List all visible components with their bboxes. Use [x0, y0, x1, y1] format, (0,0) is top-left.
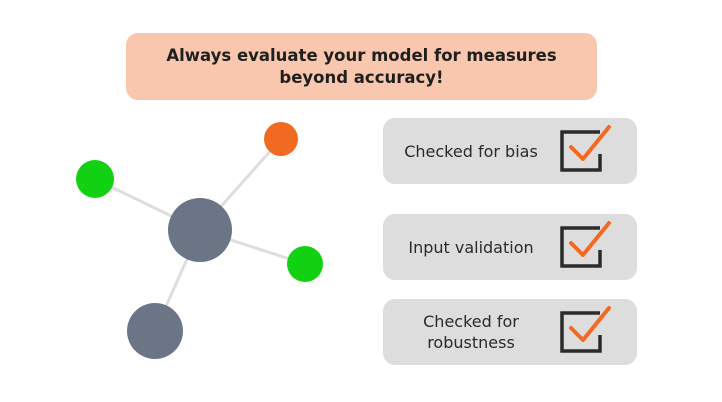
checklist-item-input-validation: Input validation [383, 214, 637, 280]
gray-node-bottom [127, 303, 183, 359]
checked-box-icon [560, 221, 611, 268]
headline-text: Always evaluate your model for measures … [166, 45, 557, 87]
green-node-left [76, 160, 114, 198]
checked-box-icon [560, 125, 611, 172]
checklist-item-label: Checked for robustness [423, 312, 519, 352]
center-node [168, 198, 232, 262]
headline-banner: Always evaluate your model for measures … [126, 33, 597, 100]
checklist-item-label: Checked for bias [404, 141, 538, 161]
checked-box-icon [560, 306, 611, 353]
checklist-item-robustness: Checked for robustness [383, 299, 637, 365]
checklist-item-label: Input validation [408, 237, 534, 257]
checklist-item-bias: Checked for bias [383, 118, 637, 184]
orange-node [264, 122, 298, 156]
green-node-right [287, 246, 323, 282]
